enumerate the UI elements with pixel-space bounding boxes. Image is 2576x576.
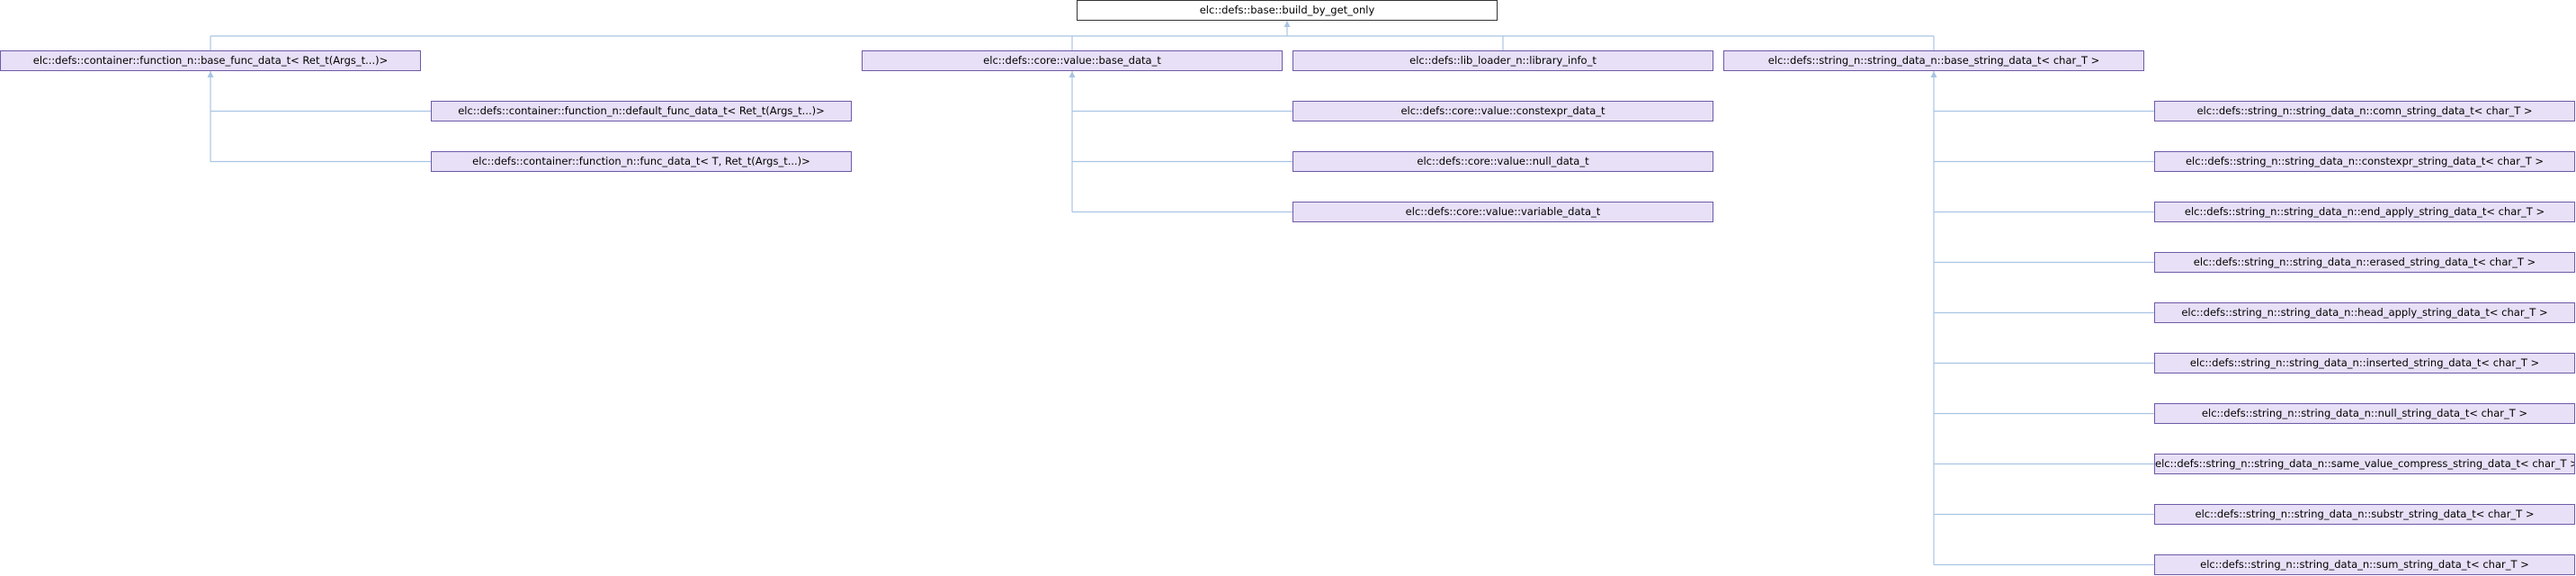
node-default-func-data[interactable]: elc::defs::container::function_n::defaul… [431,101,852,122]
node-substr-string-data[interactable]: elc::defs::string_n::string_data_n::subs… [2154,504,2575,525]
node-base-func-data[interactable]: elc::defs::container::function_n::base_f… [0,50,421,71]
inheritance-arrowhead [1069,71,1076,77]
node-variable-data[interactable]: elc::defs::core::value::variable_data_t [1292,202,1713,222]
node-null-data[interactable]: elc::defs::core::value::null_data_t [1292,151,1713,172]
node-sum-string-data[interactable]: elc::defs::string_n::string_data_n::sum_… [2154,554,2575,575]
node-base-data[interactable]: elc::defs::core::value::base_data_t [862,50,1283,71]
node-func-data[interactable]: elc::defs::container::function_n::func_d… [431,151,852,172]
node-inserted-string-data[interactable]: elc::defs::string_n::string_data_n::inse… [2154,353,2575,374]
node-same-value-compress-string-data[interactable]: elc::defs::string_n::string_data_n::same… [2154,454,2575,474]
node-erased-string-data[interactable]: elc::defs::string_n::string_data_n::eras… [2154,252,2575,273]
node-end-apply-string-data[interactable]: elc::defs::string_n::string_data_n::end_… [2154,202,2575,222]
node-constexpr-data[interactable]: elc::defs::core::value::constexpr_data_t [1292,101,1713,122]
node-constexpr-string-data[interactable]: elc::defs::string_n::string_data_n::cons… [2154,151,2575,172]
node-null-string-data[interactable]: elc::defs::string_n::string_data_n::null… [2154,403,2575,424]
inheritance-arrowhead [207,71,214,77]
node-library-info[interactable]: elc::defs::lib_loader_n::library_info_t [1292,50,1713,71]
inheritance-arrowhead [1930,71,1937,77]
node-base-string-data[interactable]: elc::defs::string_n::string_data_n::base… [1723,50,2144,71]
inheritance-arrowhead [1284,21,1291,27]
node-comn-string-data[interactable]: elc::defs::string_n::string_data_n::comn… [2154,101,2575,122]
node-build-by-get-only[interactable]: elc::defs::base::build_by_get_only [1077,0,1498,21]
node-head-apply-string-data[interactable]: elc::defs::string_n::string_data_n::head… [2154,302,2575,323]
